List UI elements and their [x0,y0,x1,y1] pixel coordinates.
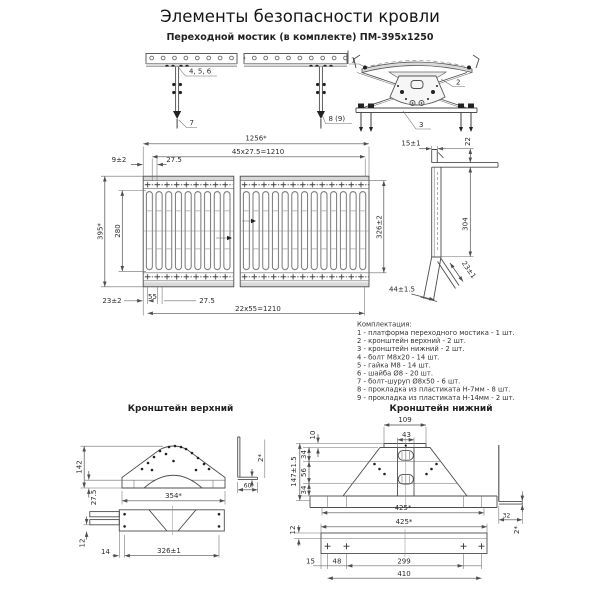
dim-inner-width: 280 [114,224,122,237]
bracket-upper-title: Кронштейн верхний [128,404,234,414]
dim-profile-height: 304 [462,217,470,231]
callout-item-2: 2 [456,79,460,87]
dim-lower-height: 147±1.5 [290,456,298,486]
dim-pitch-bottom: 27.5 [199,297,215,305]
dim-slot-row: 22x55=1210 [235,305,281,313]
dim-upper-plate-width: 326±1 [157,547,181,555]
lower-plate-bolts [324,543,485,550]
dim-top-offset: 22 [464,137,472,146]
base-bolts [358,103,474,132]
dim-lower-seg1: 34 [300,450,308,459]
bracket-lower-title: Кронштейн нижний [389,404,492,414]
parts-list-item: 4 - болт М8х20 - 14 шт. [357,353,440,361]
dim-total-length: 1256* [245,135,267,143]
dim-bracket-span: 326±2 [375,215,383,239]
dim-upper-flange: 27.5 [90,490,98,506]
hook-right [316,66,326,129]
callout-items-8-9: 8 (9) [329,115,346,123]
upper-bracket-holes [140,444,211,472]
hook-left [172,66,182,129]
dim-upper-width: 354* [165,492,182,500]
parts-list-item: 1 - платформа переходного мостика - 1 шт… [357,329,515,337]
parts-list-item: 3 - кронштейн нижний - 2 шт. [357,345,464,353]
dim-upper-tab: 12 [79,539,87,548]
callout-item-7: 7 [190,119,194,127]
dim-foot-length: 44±1.5 [389,286,415,294]
page-title: Элементы безопасности кровли [160,7,440,26]
dim-lower-tab: 10 [309,431,317,440]
dim-lower-width-front: 425* [395,504,412,512]
bracket-plate-section [389,75,446,106]
dim-lower-hole-total: 410 [397,570,410,578]
parts-list-item: 6 - шайба Ø8 - 20 шт. [357,370,433,378]
parts-list-item: 2 - кронштейн верхний - 2 шт. [357,337,466,345]
callout-items-4-5-6: 4, 5, 6 [189,68,212,76]
lower-bracket-holes [373,462,438,476]
platform-plan-view: 1256* 45x27.5=1210 9±2 27.5 395* 280 326… [97,135,387,316]
gasket-bumps [165,64,333,67]
parts-list-item: 7 - болт-шуруп Ø8х50 - 6 шт. [357,378,460,386]
callout-item-1: 1 [351,57,355,65]
dim-lower-plate-edge: 12 [289,526,297,535]
dim-lower-thickness: 2* [513,526,521,534]
dim-lower-slot-col: 43 [402,431,411,439]
dim-pitch: 27.5 [166,156,182,164]
dim-lower-width-top: 425* [396,518,413,526]
dim-edge-bottom: 23±2 [102,297,121,305]
assembly-section-view: 1 2 3 [349,54,480,132]
dim-channel-width: 15±1 [401,140,420,148]
upper-plate-holes [123,512,221,528]
dim-upper-thickness: 2* [257,454,265,462]
parts-list-item: 9 - прокладка из пластиката Н-14мм - 2 ш… [357,394,515,402]
dim-lower-foot: 32 [503,513,511,520]
parts-list-item: 5 - гайка М8 - 14 шт. [357,361,431,369]
parts-list: Комплектация: 1 - платформа переходного … [357,321,515,402]
dim-hook-length: 23±1 [460,260,478,280]
dim-upper-foot: 60 [244,483,252,490]
dim-edge-offset: 9±2 [112,156,127,164]
dim-lower-seg3: 34 [300,485,308,494]
platform-profile-view: 15±1 22 304 23±1 44±1.5 [389,137,499,302]
bracket-lower-view: Кронштейн нижний 109 43 10 34 56 34 147±… [289,404,525,580]
dim-lower-hole-span: 299 [397,558,410,566]
assembly-side-view: 4, 5, 6 7 8 (9) [145,50,352,129]
parts-list-item: 8 - прокладка из пластиката Н-7мм - 8 шт… [357,386,510,394]
dim-lower-hole-edge: 15 [306,558,315,566]
bracket-upper-view: Кронштейн верхний 142 27.5 354* 2* 60 12… [75,404,266,558]
dim-upper-tab2: 14 [101,548,110,556]
dim-lower-seg2: 56 [300,468,308,477]
callout-item-3: 3 [419,121,423,129]
dim-pitch-row: 45x27.5=1210 [232,148,284,156]
dim-upper-height: 142 [75,460,83,473]
dim-lower-top-flange: 109 [398,416,411,424]
page-subtitle: Переходной мостик (в комплекте) ПМ-395x1… [166,32,433,43]
dim-platform-width: 395* [97,223,105,240]
parts-list-title: Комплектация: [357,321,412,329]
header: Элементы безопасности кровли Переходной … [160,7,440,43]
dim-lower-hole-gap: 48 [333,558,342,566]
dim-slot-pitch: 55 [148,293,157,301]
